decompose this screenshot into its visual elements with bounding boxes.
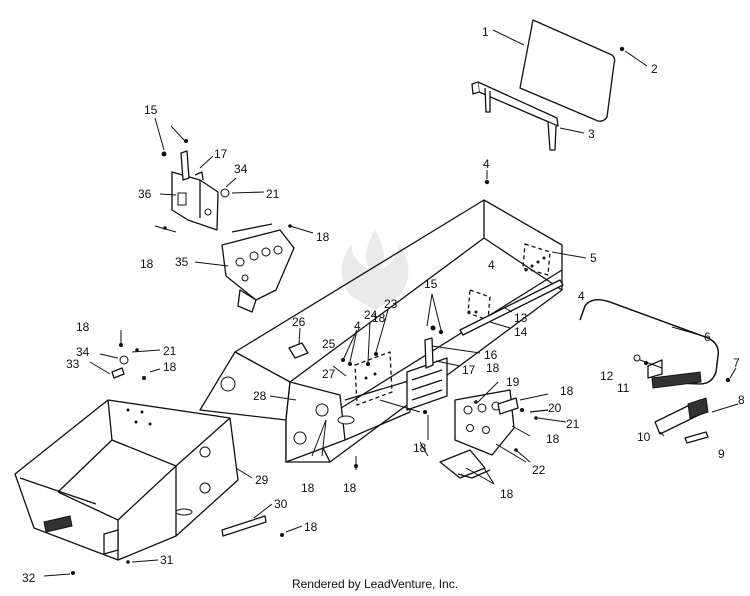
- callout-18: 18: [413, 441, 427, 455]
- callout-16: 16: [484, 348, 498, 362]
- callout-27: 27: [322, 367, 336, 381]
- leadventure-flame-icon: [341, 230, 409, 310]
- part-29-footrest-pan: [14, 399, 253, 561]
- callout-18: 18: [304, 520, 318, 534]
- callout-21: 21: [566, 417, 580, 431]
- callout-18: 18: [316, 230, 330, 244]
- callout-18: 18: [560, 384, 574, 398]
- callout-26: 26: [292, 315, 306, 329]
- callout-20: 20: [548, 401, 562, 415]
- callout-5: 5: [590, 251, 597, 265]
- callout-14: 14: [514, 325, 528, 339]
- callout-23: 23: [384, 297, 398, 311]
- callout-30: 30: [274, 497, 288, 511]
- callout-11: 11: [617, 381, 630, 395]
- callout-8: 8: [738, 393, 745, 407]
- callout-1: 1: [482, 25, 489, 39]
- render-credit: Rendered by LeadVenture, Inc.: [291, 577, 459, 591]
- callout-18: 18: [500, 487, 514, 501]
- callout-21: 21: [266, 187, 280, 201]
- callout-18: 18: [372, 311, 386, 325]
- part-36-seat-bracket: [154, 117, 265, 233]
- part-16-center-bracket: [379, 293, 481, 440]
- parts-7-12-hitch-assembly: [633, 354, 739, 444]
- part-3-mounting-bracket: [471, 81, 585, 151]
- callout-13: 13: [514, 311, 528, 325]
- callout-18: 18: [343, 481, 357, 495]
- callout-6: 6: [704, 330, 711, 344]
- callout-17: 17: [462, 363, 476, 377]
- callout-18: 18: [163, 360, 177, 374]
- parts-33-34-fasteners: [43, 330, 161, 577]
- callout-31: 31: [160, 553, 174, 567]
- part-14-long-rail: [459, 279, 564, 336]
- callout-15: 15: [144, 103, 158, 117]
- callout-4: 4: [578, 289, 585, 303]
- part-26-plate: [288, 327, 309, 359]
- callout-24: 24: [364, 308, 378, 322]
- parts-23-24-25-fasteners: [311, 309, 393, 470]
- callout-29: 29: [255, 473, 269, 487]
- part-1-shield-plate: [492, 19, 648, 122]
- callout-18: 18: [301, 481, 315, 495]
- callout-18: 18: [546, 432, 560, 446]
- callout-18: 18: [486, 361, 500, 375]
- callout-labels: 1 2 3 4 4 4 4 5 6 7 8 9 10 11 12 13 14 1…: [22, 25, 745, 585]
- callout-21: 21: [163, 344, 177, 358]
- callout-9: 9: [718, 447, 725, 461]
- part-35-pedal-bracket: [194, 223, 314, 313]
- callout-12: 12: [600, 369, 614, 383]
- callout-22: 22: [532, 463, 546, 477]
- callout-34: 34: [234, 162, 248, 176]
- callout-4: 4: [483, 157, 490, 171]
- callout-10: 10: [637, 430, 651, 444]
- callout-4: 4: [488, 258, 495, 272]
- callout-4: 4: [354, 319, 361, 333]
- part-6-bumper-tube: [579, 299, 719, 389]
- callout-34: 34: [76, 345, 90, 359]
- callout-32: 32: [22, 571, 36, 585]
- callout-35: 35: [175, 255, 189, 269]
- callout-17: 17: [214, 147, 228, 161]
- callout-7: 7: [733, 356, 740, 370]
- callout-3: 3: [588, 127, 595, 141]
- callout-19: 19: [506, 375, 520, 389]
- callout-15: 15: [424, 277, 438, 291]
- part-28-rear-frame-plate: [199, 351, 413, 463]
- parts-18-22-side-bracket: [419, 381, 567, 485]
- callout-18: 18: [76, 320, 90, 334]
- part-30-bar: [221, 503, 303, 537]
- callout-2: 2: [651, 62, 658, 76]
- callout-18: 18: [140, 257, 154, 271]
- callout-33: 33: [66, 357, 80, 371]
- callout-28: 28: [253, 389, 267, 403]
- callout-36: 36: [138, 187, 152, 201]
- callout-25: 25: [322, 337, 336, 351]
